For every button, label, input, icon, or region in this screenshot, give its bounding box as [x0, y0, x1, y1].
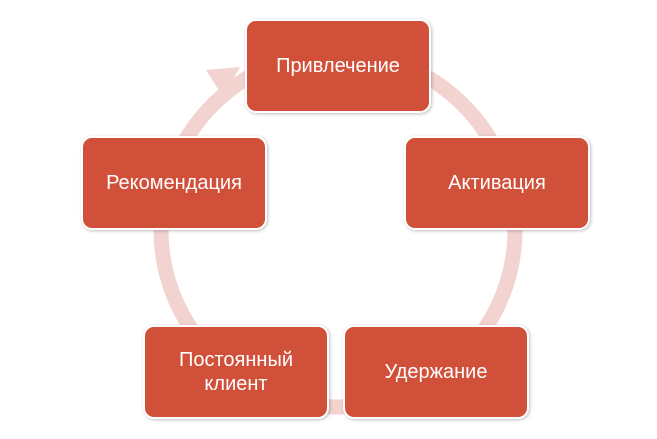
stage-box-loyal-customer: Постоянный клиент [143, 325, 329, 419]
stage-box-referral: Рекомендация [81, 136, 267, 230]
stage-label-activation: Активация [448, 172, 546, 194]
stage-label-retention: Удержание [384, 361, 488, 383]
stage-box-acquisition: Привлечение [245, 19, 431, 113]
stage-box-retention: Удержание [343, 325, 529, 419]
stage-label-referral: Рекомендация [106, 172, 242, 194]
stage-label-loyal-customer: Постоянный клиент [178, 349, 294, 395]
stage-box-activation: Активация [404, 136, 590, 230]
cycle-ring-arrowhead [206, 67, 240, 97]
stage-label-acquisition: Привлечение [276, 55, 400, 77]
